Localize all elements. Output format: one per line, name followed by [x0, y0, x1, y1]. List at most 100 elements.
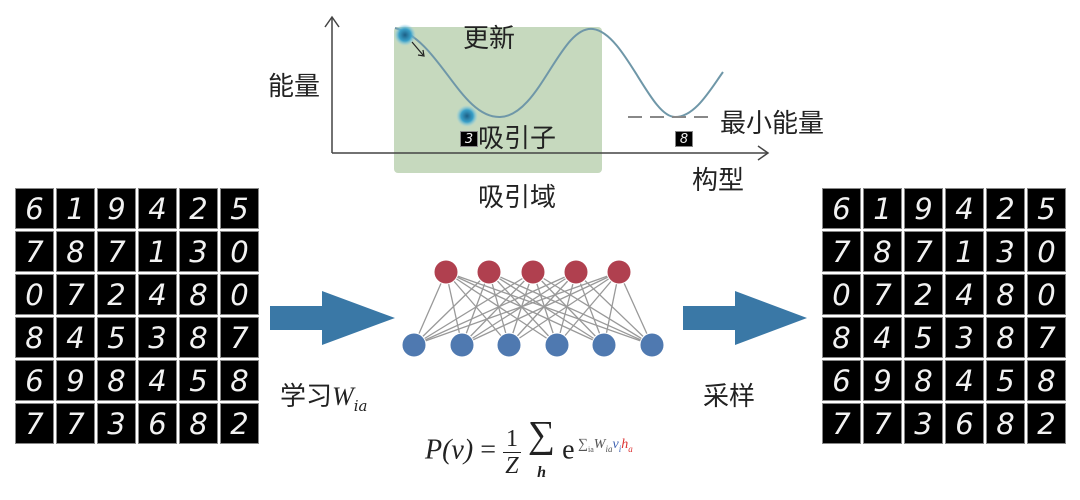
digit-cell: 7 — [863, 403, 902, 444]
weight-subscript: ia — [353, 397, 368, 416]
digit-cell: 9 — [863, 360, 902, 401]
formula-fraction: 1 Z — [502, 426, 521, 479]
digit-cell: 5 — [97, 317, 136, 358]
weight-symbol: W — [332, 382, 354, 411]
weight-connection — [488, 271, 605, 346]
weight-connection — [575, 271, 605, 346]
digit-cell: 3 — [97, 403, 136, 444]
visible-unit — [544, 332, 570, 358]
digit-cell: 0 — [220, 274, 259, 315]
weight-connection — [532, 271, 653, 346]
weight-connection — [461, 271, 534, 346]
digit-cell: 9 — [56, 360, 95, 401]
weight-connection — [461, 271, 620, 346]
digit-cell: 3 — [986, 231, 1025, 272]
digit-cell: 4 — [863, 317, 902, 358]
attractor-ball-icon — [456, 105, 478, 127]
digit-cell: 5 — [904, 317, 943, 358]
formula-sum-sub: h — [537, 464, 546, 481]
basin-label: 吸引域 — [478, 183, 557, 213]
configuration-axis-label: 构型 — [692, 166, 745, 196]
visible-unit — [449, 332, 475, 358]
digit-cell: 9 — [97, 188, 136, 229]
digit-cell: 5 — [179, 360, 218, 401]
digit-cell: 0 — [1027, 231, 1066, 272]
formula-exp-h-sub: a — [628, 443, 633, 454]
formula-base: e — [562, 434, 575, 466]
digit-cell: 8 — [179, 317, 218, 358]
digit-cell: 0 — [822, 274, 861, 315]
digit-cell: 8 — [986, 274, 1025, 315]
formula-exp-w-sub: ia — [605, 443, 613, 454]
digit-cell: 4 — [945, 360, 984, 401]
digit-cell: 0 — [15, 274, 54, 315]
hidden-unit — [433, 259, 459, 285]
digit-cell: 7 — [15, 403, 54, 444]
formula-exp-h: h — [621, 437, 629, 453]
weight-connection — [488, 271, 558, 346]
attractor-digit-thumb: 3 — [460, 131, 478, 147]
formula-eq: = — [480, 434, 496, 466]
hidden-unit — [563, 259, 589, 285]
formula-denominator: Z — [505, 452, 519, 479]
digit-cell: 4 — [138, 360, 177, 401]
digit-cell: 7 — [904, 231, 943, 272]
digit-cell: 5 — [220, 188, 259, 229]
digit-cell: 6 — [945, 403, 984, 444]
weight-connection — [413, 271, 490, 346]
digit-cell: 2 — [1027, 403, 1066, 444]
formula-exp-sum: ∑ — [578, 437, 588, 453]
digit-cell: 8 — [179, 403, 218, 444]
digit-cell: 7 — [220, 317, 259, 358]
formula-exp-sum-sub: ia — [588, 444, 594, 454]
digit-cell: 2 — [97, 274, 136, 315]
digit-cell: 5 — [1027, 188, 1066, 229]
digit-cell: 7 — [56, 403, 95, 444]
digit-cell: 7 — [863, 274, 902, 315]
digit-cell: 3 — [904, 403, 943, 444]
digit-cell: 3 — [179, 231, 218, 272]
digit-cell: 8 — [986, 317, 1025, 358]
visible-unit — [591, 332, 617, 358]
formula-sum-sign: ∑ — [527, 414, 556, 456]
digit-cell: 8 — [15, 317, 54, 358]
digit-cell: 9 — [904, 188, 943, 229]
learn-arrow-icon — [270, 291, 395, 345]
digit-cell: 4 — [138, 188, 177, 229]
digit-cell: 8 — [1027, 360, 1066, 401]
digit-cell: 7 — [822, 231, 861, 272]
x-axis-arrowhead — [757, 145, 770, 161]
digit-cell: 8 — [220, 360, 259, 401]
formula-numerator: 1 — [502, 426, 521, 453]
weight-connection — [508, 271, 534, 346]
update-label: 更新 — [463, 24, 516, 54]
digit-cell: 2 — [179, 188, 218, 229]
digit-cell: 6 — [822, 188, 861, 229]
weight-connection — [413, 271, 577, 346]
hidden-unit — [520, 259, 546, 285]
weight-connection — [413, 271, 447, 346]
digit-cell: 0 — [1027, 274, 1066, 315]
weight-connection — [445, 271, 558, 346]
weight-connection — [532, 271, 605, 346]
sample-arrow-icon — [683, 291, 807, 345]
digit-cell: 4 — [945, 274, 984, 315]
digit-cell: 8 — [179, 274, 218, 315]
digit-cell: 3 — [945, 317, 984, 358]
hidden-unit — [606, 259, 632, 285]
digit-cell: 2 — [220, 403, 259, 444]
digit-cell: 4 — [56, 317, 95, 358]
weight-connection — [488, 271, 653, 346]
digit-cell: 0 — [220, 231, 259, 272]
sample-label: 采样 — [703, 382, 756, 412]
digit-cell: 1 — [138, 231, 177, 272]
formula-lhs: P(v) — [425, 434, 474, 466]
probability-formula: P(v) = 1 Z ∑ h e ∑iaWiaviha — [425, 414, 633, 486]
update-arrow-icon — [411, 41, 424, 56]
digit-cell: 5 — [986, 360, 1025, 401]
digit-cell: 4 — [138, 274, 177, 315]
digit-cell: 8 — [863, 231, 902, 272]
digit-cell: 7 — [15, 231, 54, 272]
